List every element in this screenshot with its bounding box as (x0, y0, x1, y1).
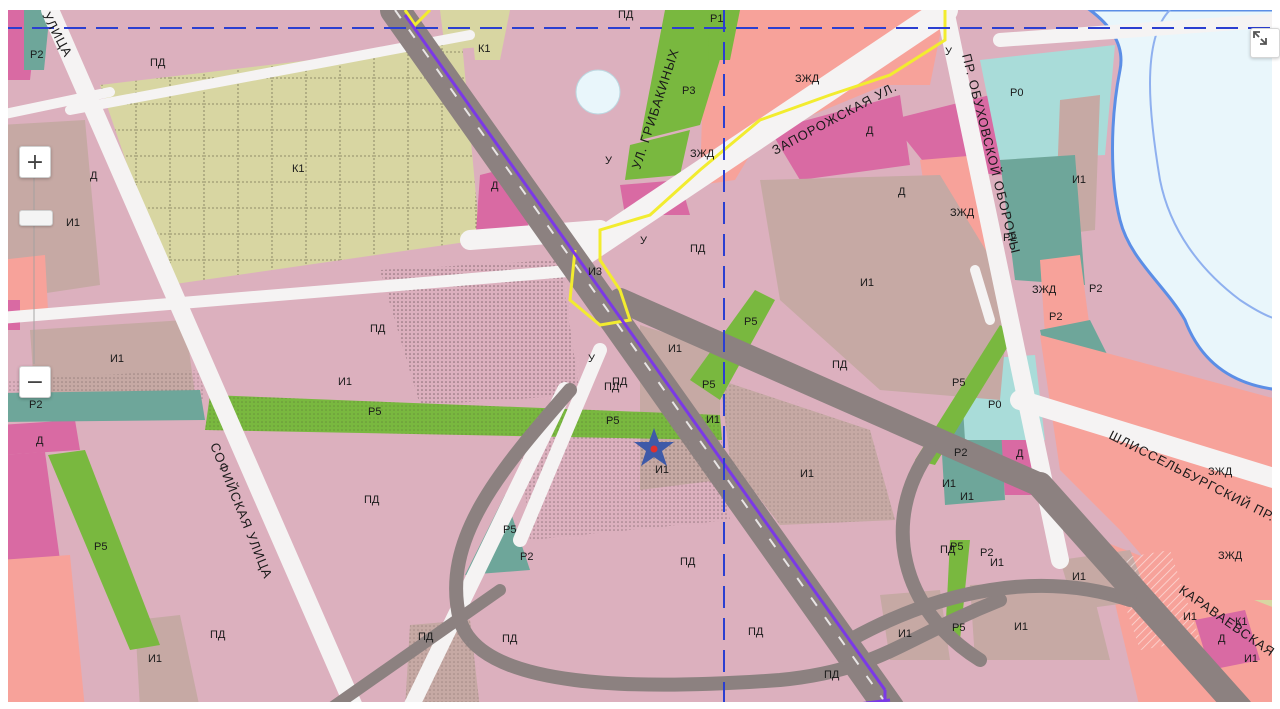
zone-label: Д (491, 180, 499, 192)
zone-label: И1 (1072, 571, 1086, 583)
location-marker[interactable] (634, 428, 674, 466)
zone-label: ПД (824, 669, 840, 681)
zone-label: Р2 (1089, 283, 1102, 295)
zone-label: Р1 (710, 13, 723, 25)
zone-label: И1 (1014, 621, 1028, 633)
zone-label: Р2 (29, 399, 42, 411)
district-border (403, 8, 947, 327)
zone-label: Р5 (952, 377, 965, 389)
zoom-slider-handle[interactable] (19, 210, 53, 226)
zone-label: ПД (370, 323, 386, 335)
zone-label: Р3 (682, 85, 695, 97)
zone-label: И1 (1244, 653, 1258, 665)
zone-label: Р5 (702, 379, 715, 391)
zone-label: ПД (612, 376, 628, 388)
zone-label: Р2 (1049, 311, 1062, 323)
zoom-slider-track[interactable] (33, 178, 35, 364)
zone-label: Р5 (744, 316, 757, 328)
zone-label: И1 (942, 478, 956, 490)
zone-label: ПД (604, 381, 620, 393)
zone-label: Д (898, 186, 906, 198)
zone-label: ПД (502, 633, 518, 645)
zone-label: Р5 (950, 541, 963, 553)
zone-label: ЗЖД (1032, 284, 1057, 296)
zone-label: Р2 (520, 551, 533, 563)
zone-label: И3 (588, 266, 602, 278)
zone-label: Р2 (980, 547, 993, 559)
zone-label: И1 (66, 217, 80, 229)
zone-label: ПД (832, 359, 848, 371)
marker-center-dot (650, 445, 658, 453)
zone-label: ПД (618, 9, 634, 21)
zone-label: И1 (110, 353, 124, 365)
zone-label: ПД (364, 494, 380, 506)
zone-label: Р2 (30, 49, 43, 61)
zone-label: ПД (690, 243, 706, 255)
zone-label: Д (90, 170, 98, 182)
expand-icon (1253, 31, 1267, 45)
fullscreen-button[interactable] (1250, 28, 1280, 58)
zone-label: Р5 (94, 541, 107, 553)
zone-label: И1 (990, 557, 1004, 569)
highways-layer (324, 0, 1253, 709)
zone-label: И1 (800, 468, 814, 480)
zone-label: Р0 (1010, 87, 1023, 99)
zone-label: И1 (668, 343, 682, 355)
zone-label: Д (1218, 633, 1226, 645)
zone-label: Р2 (1003, 232, 1016, 244)
zone-label: ЗЖД (1218, 550, 1243, 562)
minus-icon: − (25, 369, 45, 395)
zone-label: И1 (1072, 174, 1086, 186)
zone-label: У (640, 235, 648, 247)
zone-label: Д (1016, 448, 1024, 460)
zone-label: ПД (748, 626, 764, 638)
zone-label: И1 (706, 414, 720, 426)
zone-label: ПД (680, 556, 696, 568)
zone-label: ЗЖД (1208, 466, 1233, 478)
zone-label: ПД (210, 629, 226, 641)
zone-label: Р5 (368, 406, 381, 418)
zoom-out-button[interactable]: − (19, 366, 51, 398)
zone-label: Р5 (503, 524, 516, 536)
zone-label: К1 (292, 163, 305, 175)
zone-label: Д (36, 435, 44, 447)
zone-label: Р0 (988, 399, 1001, 411)
zone-label: У (588, 353, 596, 365)
zone-label: ПД (940, 544, 956, 556)
zone-label: ЗЖД (690, 148, 715, 160)
zone-label: У (605, 155, 613, 167)
zone-label: И1 (898, 628, 912, 640)
zone-label: Р5 (606, 415, 619, 427)
zone-label: ЗЖД (950, 207, 975, 219)
zone-label: И1 (148, 653, 162, 665)
zone-label: И1 (338, 376, 352, 388)
sheet-grid (0, 10, 1280, 709)
zone-label: ПД (418, 631, 434, 643)
plus-icon: + (25, 149, 45, 175)
zone-label: ПД (150, 57, 166, 69)
zoom-in-button[interactable]: + (19, 146, 51, 178)
zone-label: К1 (478, 43, 491, 55)
zone-label: Р5 (952, 622, 965, 634)
zone-label: И1 (960, 491, 974, 503)
zone-label: К1 (1235, 616, 1248, 628)
zone-label: И1 (655, 464, 669, 476)
zone-label: И1 (860, 277, 874, 289)
zone-label: Д (866, 125, 874, 137)
zone-label: И1 (1183, 611, 1197, 623)
zone-label: У (945, 46, 953, 58)
zone-label: Р2 (954, 447, 967, 459)
zone-label: ЗЖД (795, 73, 820, 85)
